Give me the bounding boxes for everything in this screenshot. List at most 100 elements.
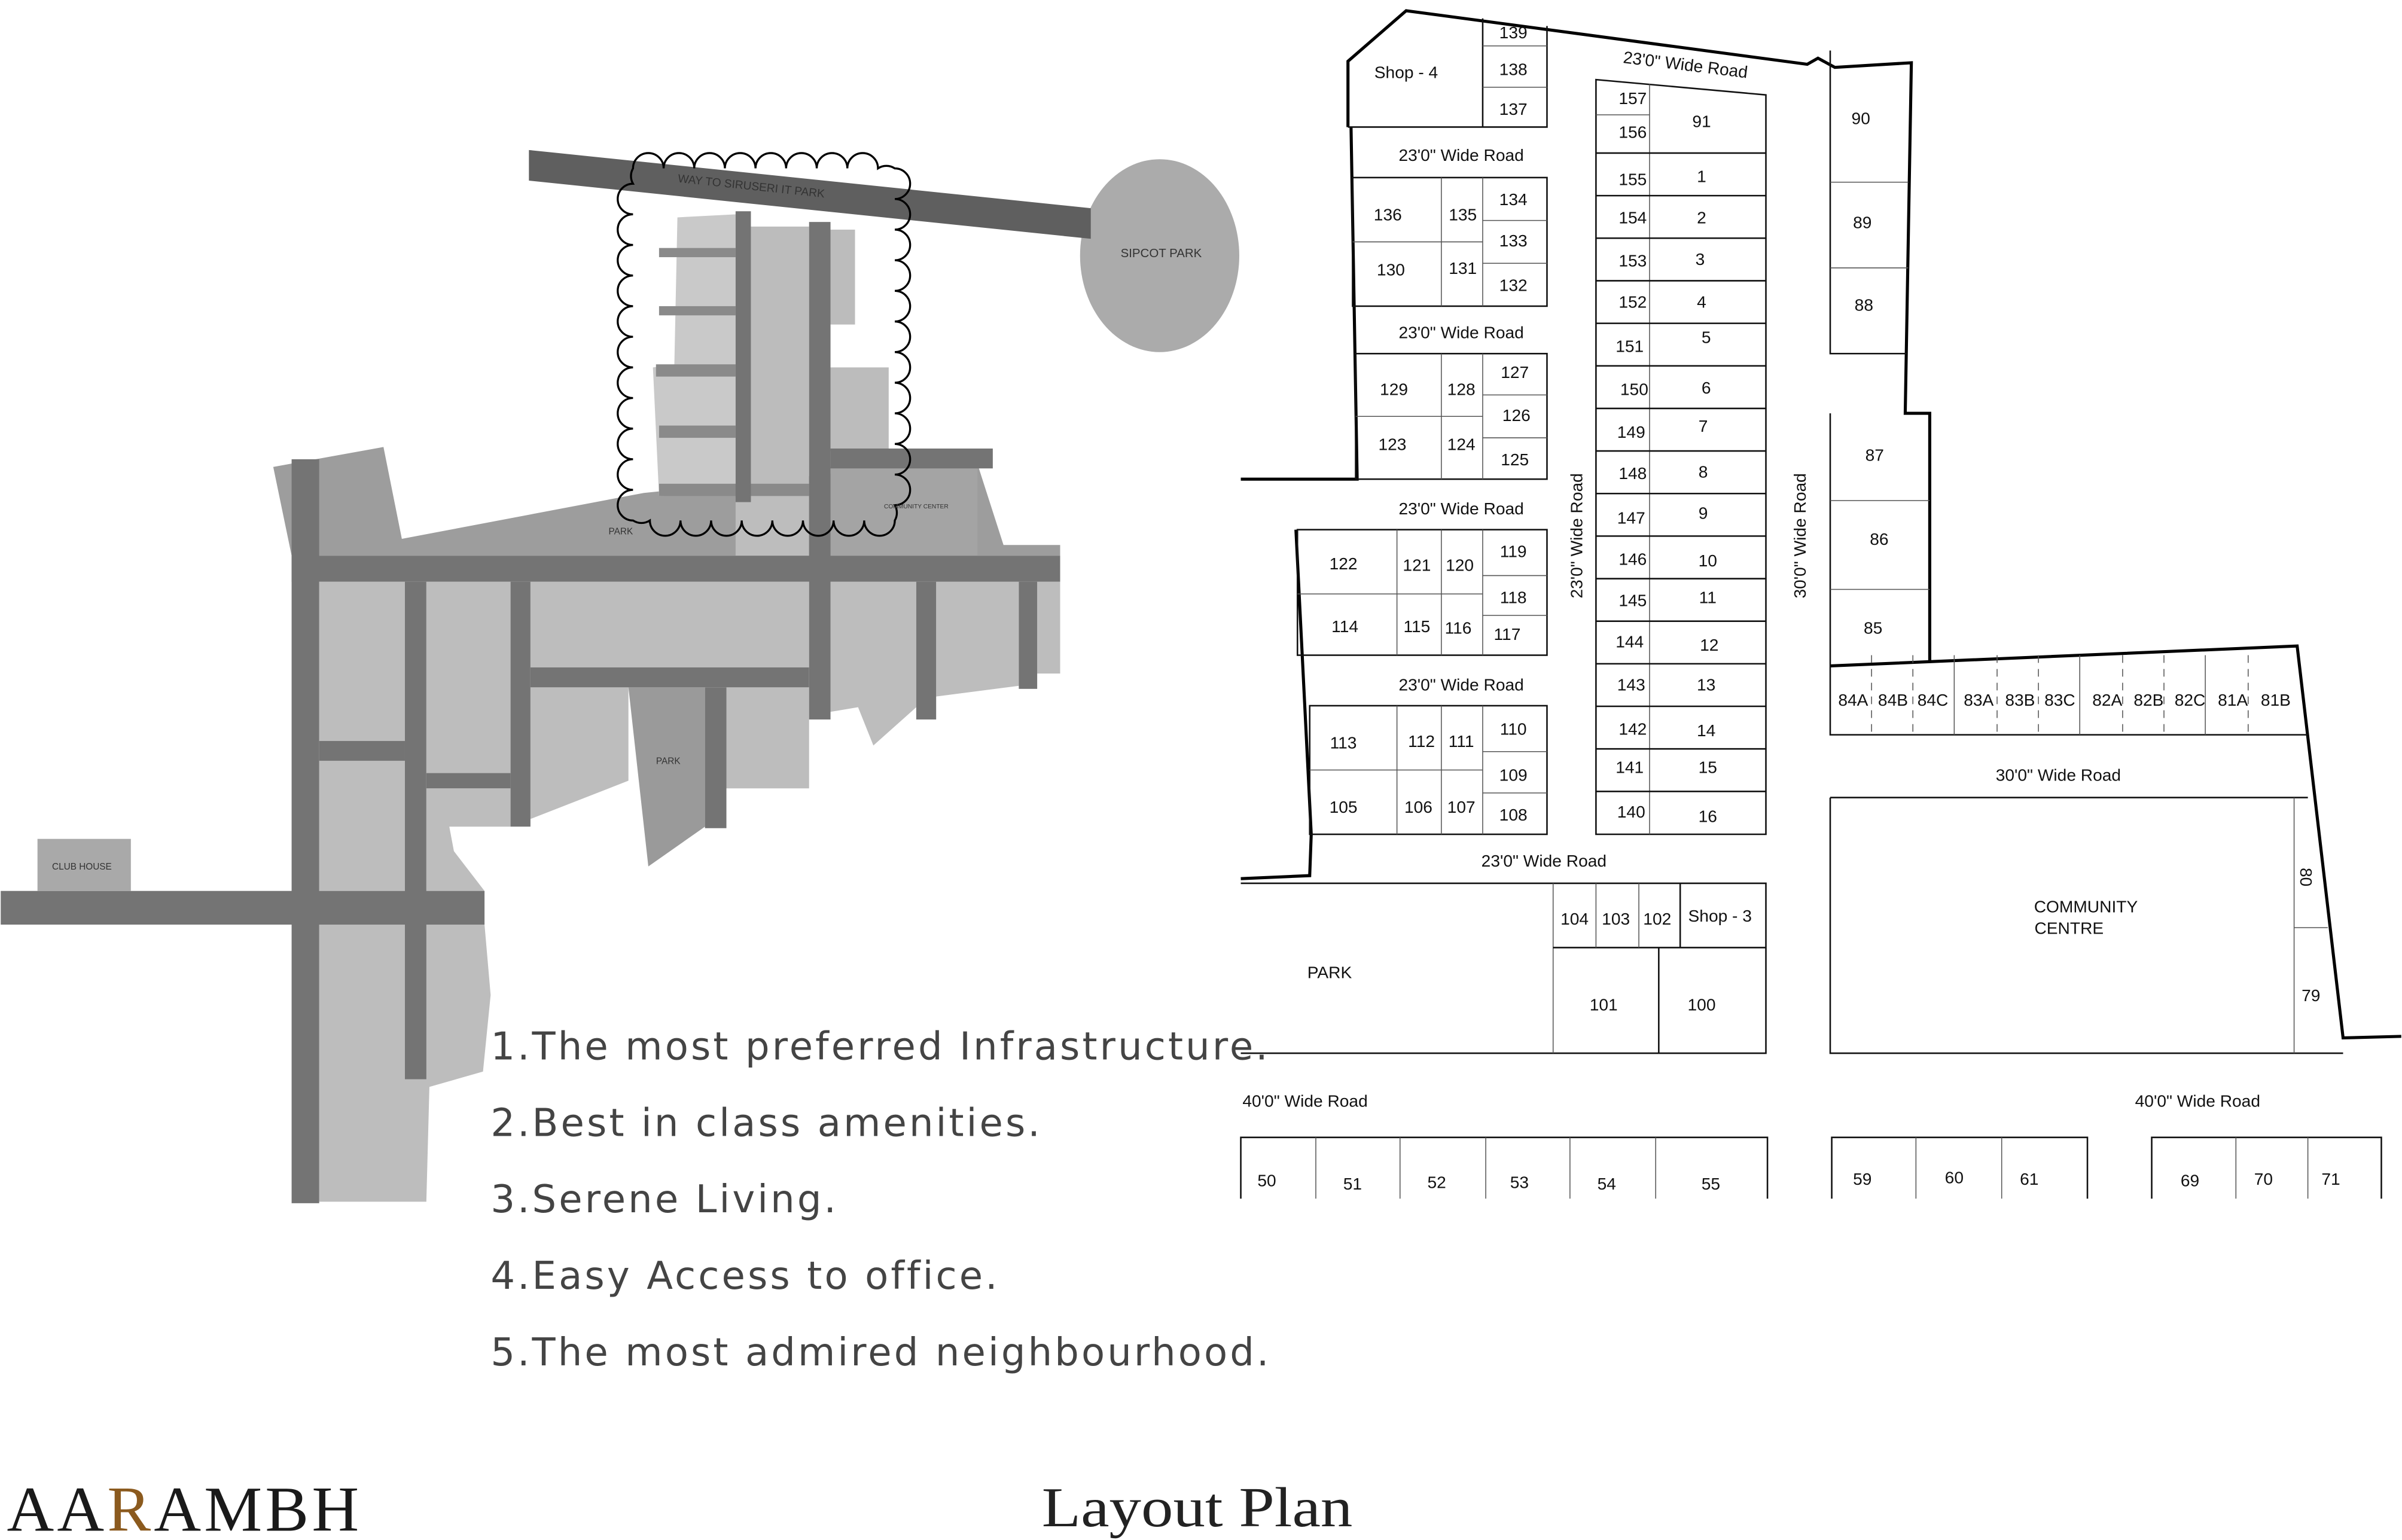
plot-label: 144	[1615, 633, 1644, 651]
feature-item: 5.The most admired neighbourhood.	[490, 1331, 1271, 1375]
road-labels: 23'0" Wide Road 23'0" Wide Road 23'0" Wi…	[1242, 48, 2260, 1110]
plot-label: 70	[2254, 1170, 2273, 1188]
internal-road	[659, 425, 736, 438]
road-label: 23'0" Wide Road	[1398, 675, 1523, 694]
lot-block	[319, 761, 405, 891]
site-boundary	[1240, 127, 1359, 481]
plot-label: 100	[1688, 995, 1716, 1014]
plot-label: 89	[1853, 213, 1871, 231]
site-road	[1019, 581, 1038, 689]
lot-block	[735, 497, 809, 556]
plot-label: 124	[1447, 435, 1476, 454]
plot-line	[1829, 50, 1907, 355]
plot-label: 154	[1618, 209, 1647, 227]
plot-label: 69	[2181, 1172, 2199, 1190]
plot-label: 121	[1403, 556, 1431, 575]
plot-label: 143	[1617, 675, 1645, 694]
plot-label: 103	[1602, 910, 1630, 928]
plot-label: 15	[1699, 758, 1717, 777]
plot-label: 86	[1870, 530, 1888, 548]
feature-item: 2.Best in class amenities.	[490, 1101, 1043, 1145]
main-road	[529, 150, 1091, 239]
page-title: Layout Plan	[1042, 1477, 1353, 1539]
plot-label: 83B	[2005, 691, 2035, 709]
plot-label: 131	[1449, 259, 1477, 277]
lot-block	[426, 788, 511, 891]
plot-label: 61	[2020, 1170, 2038, 1188]
plot-label: 150	[1620, 380, 1648, 398]
plot-line	[1829, 797, 2343, 1054]
internal-road	[659, 483, 809, 496]
plot-label: 133	[1499, 231, 1528, 250]
lot-block	[530, 687, 629, 819]
plot-label: 79	[2302, 986, 2320, 1005]
plot-label: 4	[1697, 292, 1706, 311]
lot-block	[830, 229, 855, 325]
plot-label: 128	[1447, 380, 1476, 398]
plot-label: 122	[1330, 554, 1358, 573]
plot-label: 135	[1449, 206, 1477, 224]
site-road	[1, 891, 485, 925]
club-house	[37, 838, 131, 891]
road-label: 23'0" Wide Road	[1398, 324, 1523, 342]
plot-label: 88	[1855, 296, 1873, 315]
brand-prefix: AA	[7, 1474, 107, 1540]
lot-block	[751, 226, 809, 502]
plot-label: 14	[1697, 721, 1715, 740]
lot-block	[426, 581, 511, 773]
plot-label: Shop - 4	[1374, 63, 1438, 82]
road-label: 23'0" Wide Road	[1398, 146, 1523, 164]
plot-label: 115	[1403, 617, 1430, 636]
plot-label: 91	[1692, 112, 1711, 130]
road-label: 23'0" Wide Road	[1482, 852, 1607, 870]
lot-block	[726, 687, 809, 789]
plot-label: 126	[1502, 406, 1531, 425]
plot-label: 7	[1699, 417, 1708, 435]
plot-line	[1240, 882, 1767, 1054]
plot-row-outline	[2151, 1136, 2382, 1199]
plot-label: 8	[1699, 463, 1708, 481]
internal-road	[656, 364, 736, 377]
road-label: 40'0" Wide Road	[2135, 1092, 2260, 1111]
site-road	[510, 581, 531, 827]
lot-block	[830, 581, 916, 746]
plot-label: PARK	[1307, 963, 1352, 982]
plot-label: 145	[1618, 591, 1647, 610]
plot-label: 134	[1499, 190, 1528, 209]
plot-block	[1595, 78, 1767, 835]
plot-label: 105	[1330, 798, 1358, 816]
plot-row-outline	[1831, 1136, 2089, 1199]
plot-label: 136	[1374, 206, 1402, 224]
plot-label: 2	[1697, 209, 1706, 227]
plot-label: 141	[1615, 758, 1644, 777]
plot-label: 5	[1702, 328, 1711, 346]
layout-plan-drawing	[1240, 9, 2401, 1199]
plot-label: 151	[1615, 337, 1644, 356]
plot-label: 101	[1590, 995, 1618, 1014]
plot-label: 11	[1699, 588, 1717, 606]
plot-label: 60	[1945, 1169, 1964, 1187]
plot-label: 106	[1404, 798, 1432, 816]
plot-label: Shop - 3	[1688, 907, 1752, 925]
plot-label: 155	[1618, 170, 1647, 189]
site-road	[291, 556, 1060, 582]
plot-label: 90	[1852, 109, 1870, 127]
plot-label: 6	[1702, 379, 1711, 397]
plot-block	[1296, 529, 1548, 656]
lot-block	[319, 581, 405, 741]
site-road	[291, 459, 319, 1203]
lot-block	[830, 367, 889, 452]
plot-label: 84A	[1838, 691, 1868, 709]
site-plan-map: WAY TO SIRUSERI IT PARK SIPCOT PARK CLUB…	[1, 150, 1239, 1203]
plot-label: 156	[1618, 123, 1647, 141]
plot-label: 140	[1617, 803, 1645, 821]
plot-label: 83C	[2044, 691, 2075, 709]
plot-label: 139	[1499, 23, 1528, 42]
plot-label: 110	[1500, 720, 1527, 739]
road-label: 30'0" Wide Road	[1996, 766, 2121, 784]
plot-label: 116	[1445, 619, 1472, 638]
road-label: 30'0" Wide Road	[1791, 473, 1809, 598]
lot-block	[530, 581, 809, 668]
